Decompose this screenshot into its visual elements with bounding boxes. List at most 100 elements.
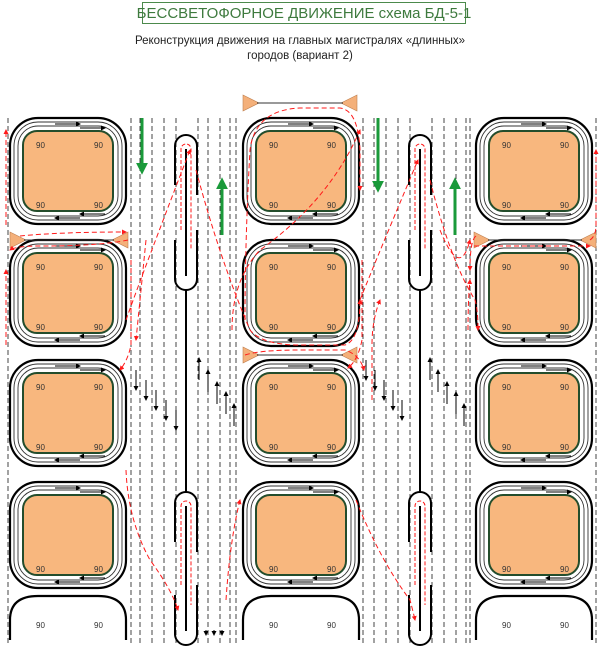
block-area bbox=[488, 252, 580, 334]
corner-radius-label: 90 bbox=[269, 383, 278, 392]
traffic-island-right bbox=[340, 346, 358, 364]
traffic-island-left bbox=[242, 94, 260, 112]
red-route-path bbox=[467, 279, 473, 331]
traffic-island-right bbox=[340, 94, 358, 112]
block-area bbox=[255, 252, 347, 334]
corner-radius-label: 90 bbox=[560, 141, 569, 150]
red-route-path bbox=[244, 107, 363, 321]
corner-radius-label: 90 bbox=[94, 263, 103, 272]
city-block-R5: 90 90 bbox=[474, 594, 594, 640]
traffic-island-left bbox=[473, 231, 491, 249]
block-area bbox=[488, 372, 580, 454]
corner-radius-label: 90 bbox=[36, 263, 45, 272]
corner-radius-label: 90 bbox=[36, 621, 45, 630]
corner-radius-label: 90 bbox=[502, 621, 511, 630]
city-block-L5: 90 90 bbox=[8, 594, 128, 640]
red-route-path bbox=[19, 229, 127, 237]
block-lane-line bbox=[479, 243, 589, 343]
median-loop-bottom bbox=[174, 230, 198, 291]
block-area bbox=[22, 130, 114, 212]
diagram-title: БЕССВЕТОФОРНОЕ ДВИЖЕНИЕ схема БД-5-1 bbox=[137, 2, 471, 24]
red-route-path bbox=[9, 239, 129, 251]
corner-radius-label: 90 bbox=[269, 621, 278, 630]
block-lane-line bbox=[479, 485, 589, 585]
corner-radius-label: 90 bbox=[269, 565, 278, 574]
block-lane-line bbox=[17, 367, 119, 459]
city-block-C4: 90 90 bbox=[241, 480, 361, 590]
subtitle-line-2: городов (вариант 2) bbox=[247, 50, 353, 62]
corner-radius-label: 90 bbox=[269, 263, 278, 272]
red-routes-layer bbox=[3, 107, 599, 621]
block-lane-line bbox=[13, 243, 123, 343]
corner-radius-label: 90 bbox=[327, 383, 336, 392]
block-outer-road bbox=[8, 480, 128, 590]
corner-radius-label: 90 bbox=[94, 621, 103, 630]
corner-radius-label: 90 bbox=[269, 201, 278, 210]
corner-radius-label: 90 bbox=[560, 565, 569, 574]
red-route-path bbox=[119, 260, 132, 371]
median-loops-layer bbox=[174, 134, 432, 646]
flow-arrows-layer bbox=[133, 118, 467, 636]
corner-radius-label: 90 bbox=[269, 323, 278, 332]
median-loop-bottom bbox=[174, 585, 198, 646]
diagram-subtitle: Реконструкция движения на главных магист… bbox=[0, 34, 600, 64]
median-loop-top bbox=[408, 134, 432, 195]
corner-radius-label: 90 bbox=[327, 621, 336, 630]
red-route-path bbox=[429, 179, 481, 331]
corner-radius-label: 90 bbox=[327, 443, 336, 452]
red-route-path bbox=[439, 229, 472, 259]
uturn-route bbox=[180, 143, 192, 250]
corner-radius-label: 90 bbox=[560, 621, 569, 630]
corner-radius-label: 90 bbox=[560, 383, 569, 392]
block-lane-line bbox=[13, 363, 123, 463]
corner-radius-label: 90 bbox=[269, 141, 278, 150]
corner-radius-label: 90 bbox=[560, 263, 569, 272]
corner-radius-label: 90 bbox=[327, 565, 336, 574]
right-median-loop-upper bbox=[408, 134, 432, 291]
red-route-path bbox=[371, 299, 381, 400]
block-lane-line bbox=[246, 485, 356, 585]
subtitle-line-1: Реконструкция движения на главных магист… bbox=[134, 35, 466, 47]
red-route-path bbox=[225, 499, 242, 601]
block-lane-line bbox=[250, 247, 352, 339]
red-route-path bbox=[355, 499, 417, 621]
traffic-island-left bbox=[9, 231, 27, 249]
median-loop-top bbox=[174, 491, 198, 552]
block-area bbox=[488, 494, 580, 576]
corner-radius-label: 90 bbox=[36, 141, 45, 150]
city-block-C5: 90 90 bbox=[241, 594, 361, 640]
block-outer-road bbox=[8, 358, 128, 468]
block-lane-line bbox=[17, 247, 119, 339]
block-area bbox=[255, 130, 347, 212]
block-lane-line bbox=[13, 121, 123, 221]
block-lane-line bbox=[246, 121, 356, 221]
corner-radius-label: 90 bbox=[560, 323, 569, 332]
corner-radius-label: 90 bbox=[94, 565, 103, 574]
corner-radius-label: 90 bbox=[327, 263, 336, 272]
block-outer-road bbox=[241, 480, 361, 590]
corner-radius-label: 90 bbox=[327, 201, 336, 210]
red-route-path bbox=[347, 260, 363, 369]
corner-radius-label: 90 bbox=[502, 443, 511, 452]
traffic-island-left bbox=[242, 346, 260, 364]
block-lane-line bbox=[483, 367, 585, 459]
block-lane-line bbox=[483, 125, 585, 217]
block-outer-road bbox=[241, 594, 361, 640]
block-area bbox=[255, 494, 347, 576]
block-area bbox=[22, 252, 114, 334]
corner-radius-label: 90 bbox=[36, 323, 45, 332]
traffic-islands-layer bbox=[9, 94, 597, 364]
block-outer-road bbox=[474, 116, 594, 226]
block-lane-line bbox=[479, 121, 589, 221]
